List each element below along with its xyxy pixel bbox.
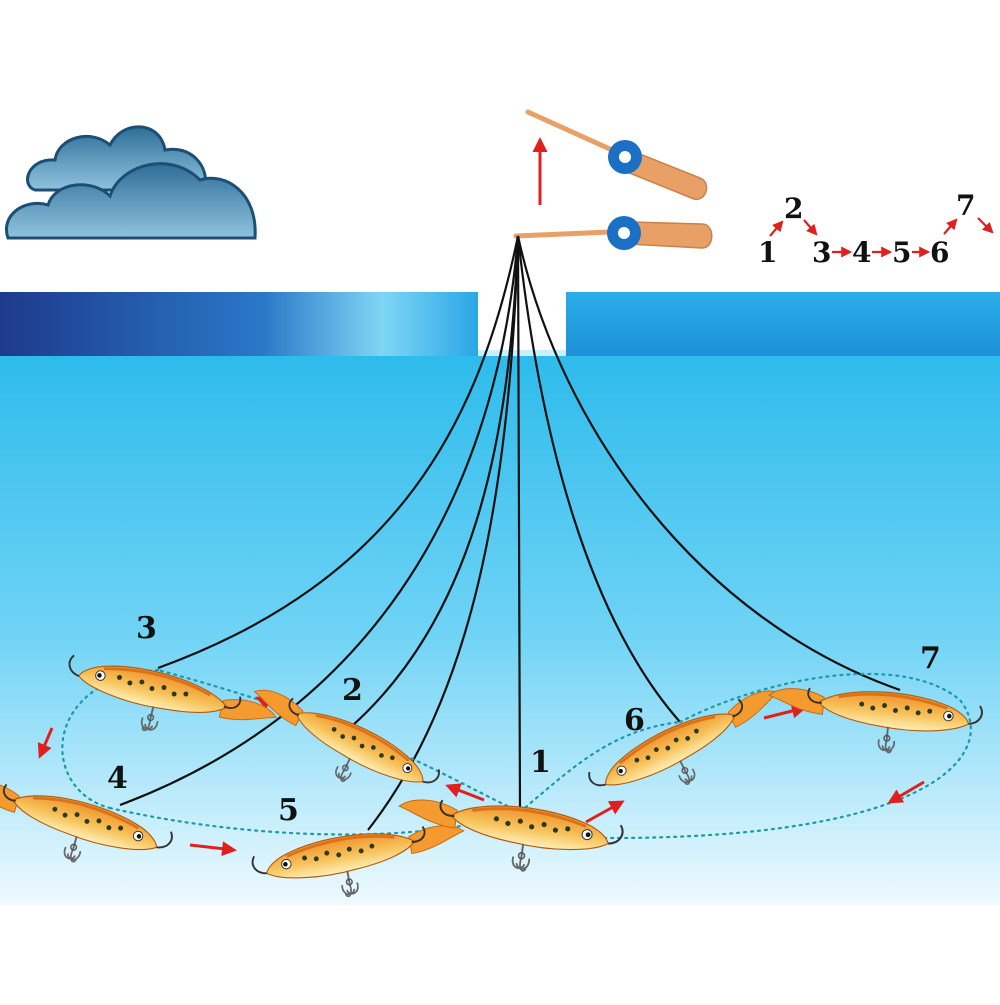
red-arrow-icon [977, 217, 994, 234]
sequence-step-2: 2 [784, 192, 803, 225]
lure-label-1: 1 [530, 745, 551, 780]
sequence-step-1: 1 [758, 236, 777, 269]
lure-label-3: 3 [136, 611, 157, 646]
sequence-step-3: 3 [812, 236, 831, 269]
sequence-step-4: 4 [852, 236, 871, 269]
line-to-lure-2 [351, 235, 520, 727]
ice-hole-water [478, 350, 566, 356]
sequence-legend: 1 2 3 4 5 6 7 [758, 189, 975, 269]
red-arrow-icon [585, 800, 625, 824]
red-arrow-icon [445, 783, 485, 802]
sequence-step-7: 7 [956, 189, 975, 222]
sequence-step-6: 6 [930, 236, 949, 269]
lure-label-5: 5 [278, 793, 299, 828]
lure-label-4: 4 [107, 761, 128, 796]
lure-label-6: 6 [624, 703, 645, 738]
cloud-icon [5, 125, 257, 240]
movement-path [61, 668, 972, 840]
red-arrow-icon [943, 218, 958, 235]
lure-label-2: 2 [342, 673, 363, 708]
lure-label-7: 7 [920, 641, 941, 676]
red-arrow-icon [37, 727, 54, 759]
red-arrow-icon [769, 220, 784, 237]
red-arrow-icon [763, 703, 807, 720]
ice-fishing-rod-raised-icon [525, 109, 708, 200]
ice-layer-left [0, 292, 478, 356]
ice-hole [478, 292, 566, 350]
red-arrow-icon [887, 780, 925, 804]
ice-layer-right [566, 292, 1000, 356]
red-arrow-icon [803, 219, 818, 236]
line-to-lure-3 [157, 235, 520, 670]
bottom-margin [0, 905, 1000, 1000]
sequence-step-5: 5 [892, 236, 911, 269]
sequence-arrows [769, 217, 994, 258]
line-to-lure-6 [516, 235, 681, 723]
ice-fishing-rod-icon [513, 216, 713, 250]
red-arrow-icon [189, 841, 237, 857]
line-to-lure-4 [119, 235, 520, 807]
line-to-lure-7 [516, 235, 901, 692]
line-to-lure-1 [516, 235, 522, 813]
